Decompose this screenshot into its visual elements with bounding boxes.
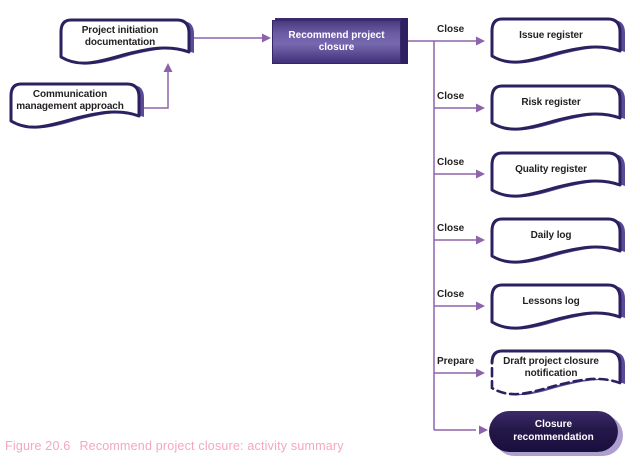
activity-box-recommend-project-closure: Recommend project closure [272,18,408,64]
record-box-label: Risk register [521,96,581,108]
arrowhead-icon [476,235,485,245]
document-shape-icon [490,151,625,198]
record-box-label: Issue register [519,29,583,41]
record-box-label: Daily log [530,229,572,241]
doc-face [492,351,620,395]
document-shape-icon [490,84,625,131]
doc-border-dashed [490,361,622,396]
document-shape-icon [490,17,625,64]
branch-action-label: Close [437,223,465,234]
figure-caption-text: Recommend project closure: activity summ… [79,439,344,453]
record-box-daily-log: Daily log [486,215,626,271]
input-box-communication-management-approach: Communication management approach [5,80,145,136]
document-shape-icon [490,217,625,264]
input-box-project-initiation-documentation: Project initiation documentation [55,16,195,72]
doc-border [490,217,622,264]
document-shape-icon [59,18,194,65]
figure-caption-number: Figure 20.6 [5,439,71,453]
arrowhead-icon [476,368,485,378]
arrowhead-icon [476,301,485,311]
record-box-risk-register: Risk register [486,82,626,138]
arrowhead-icon [476,36,485,46]
doc-face [492,19,620,63]
doc-border-solid [490,349,622,383]
doc-border [490,84,622,131]
record-box-label: Draft project closure notification [503,355,599,380]
record-box-issue-register: Issue register [486,15,626,71]
record-box-label: Lessons log [522,295,580,307]
branch-action-label: Prepare [437,356,475,367]
record-box-label: Quality register [515,163,587,175]
output-pill-closure-recommendation: Closure recommendation [489,411,618,452]
doc-face [492,86,620,130]
document-shape-icon [490,283,625,330]
output-pill-label: Closure recommendation [513,419,594,443]
document-shape-icon [9,82,144,129]
doc-face [492,285,620,329]
arrowhead-icon [479,425,488,435]
record-box-draft-project-closure-notification: Draft project closure notification [486,347,626,403]
branch-action-label: Close [437,289,465,300]
doc-face [61,20,189,64]
doc-face [11,84,139,128]
arrowhead-icon [262,33,271,43]
doc-face [492,153,620,197]
doc-face [492,219,620,263]
branch-action-label: Close [437,24,465,35]
connector-line-comm-to-pid [143,72,169,109]
document-shape-dashed-icon [490,349,625,396]
doc-border [9,82,141,129]
doc-border [59,18,191,65]
branch-action-label: Close [437,157,465,168]
input-box-label: Project initiation documentation [81,24,159,49]
doc-border [490,283,622,330]
doc-border [490,151,622,198]
figure-caption: Figure 20.6 Recommend project closure: ac… [5,439,344,453]
input-box-label: Communication management approach [16,88,124,113]
branch-action-label: Close [437,91,465,102]
arrowhead-icon [476,169,485,179]
activity-label: Recommend project closure [288,29,385,54]
arrowhead-icon [476,103,485,113]
record-box-lessons-log: Lessons log [486,281,626,337]
doc-border [490,17,622,64]
record-box-quality-register: Quality register [486,149,626,205]
